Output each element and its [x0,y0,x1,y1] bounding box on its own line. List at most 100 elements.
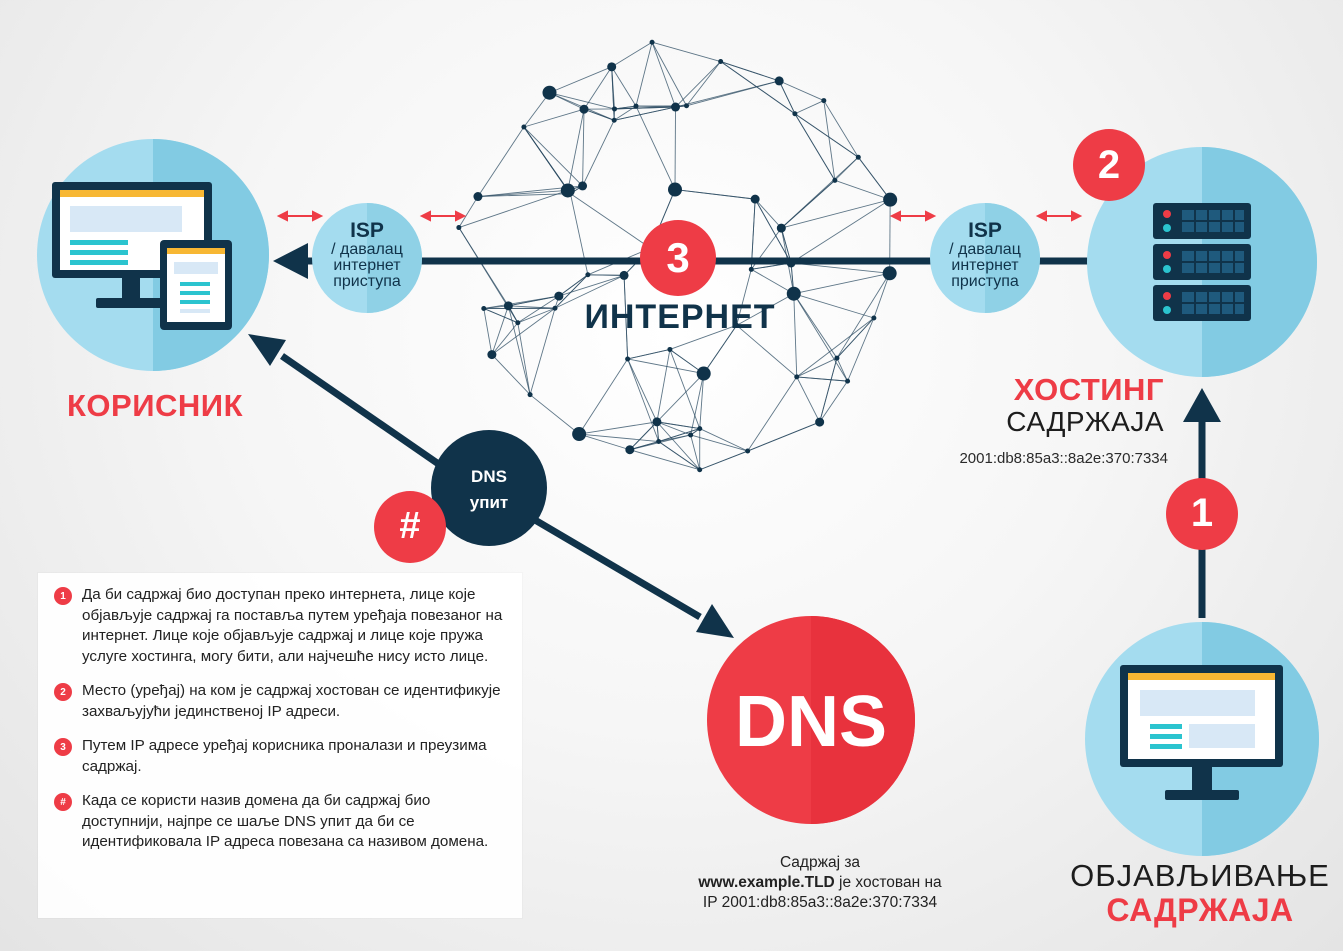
network-edge [517,322,531,395]
network-node [503,301,513,311]
network-edge [523,126,583,187]
network-edge [583,66,613,110]
network-node [750,194,760,204]
network-edge [629,449,700,471]
legend-text-hash: Када се користи назив домена да би садрж… [82,792,489,850]
network-node [527,392,533,398]
network-node [745,448,751,454]
network-edge [579,421,657,435]
network-node [625,356,631,362]
network-edge [611,66,615,121]
network-edge [747,376,798,452]
network-node [821,98,827,104]
network-edge [736,293,794,326]
network-edge [611,66,637,107]
network-node [649,39,655,45]
legend-marker-2: 2 [54,683,72,701]
network-edge [847,317,875,382]
isp-left-title: ISP [350,219,384,242]
network-node [554,291,564,301]
network-node [607,62,617,72]
arrow-to-dns [696,604,734,638]
network-edge [794,113,859,158]
network-edge [796,317,875,378]
network-edge [491,305,509,355]
network-edge [794,100,825,115]
network-edge [483,308,518,324]
legend-item: 1 Да би садржај био доступан преко интер… [54,585,506,667]
network-edge [793,293,798,377]
network-node [684,103,690,109]
network-node [579,104,589,114]
dns-query-line-to-dns [533,516,702,621]
legend-text-2: Место (уређај) на ком је садржај хостова… [82,682,501,720]
network-node [667,346,673,352]
network-edge [736,269,752,326]
network-node [487,350,497,360]
network-edge [477,190,568,198]
network-node [542,85,557,100]
network-node [481,305,487,311]
network-node [515,320,521,326]
hosting-circle [1087,147,1317,377]
network-edge [517,307,556,324]
dns-query-text: DNS упит [455,464,523,516]
step-3-badge [640,220,716,296]
network-node [456,225,462,231]
network-node [718,59,724,65]
publishing-line-2: САДРЖАЈА [1106,892,1294,928]
network-edge [658,434,691,442]
network-edge [781,199,891,229]
step-2-number: 2 [1097,143,1121,187]
network-node [572,427,587,442]
network-edge [790,199,891,264]
network-edge [699,373,705,429]
network-edge [669,324,737,350]
network-edge [549,66,612,94]
network-node [834,355,840,361]
network-edge [629,421,658,451]
arrow-to-hosting [1183,388,1221,422]
network-edge [582,109,585,186]
network-edge [736,325,798,378]
network-edge [491,307,556,355]
network-edge [796,357,838,378]
server-rack-icon [1153,203,1251,321]
network-node [883,192,898,207]
network-edge [751,268,794,295]
dns-caption-domain: www.example.TLD [698,874,835,891]
network-edge [483,308,493,355]
isp-right-text: ISP / давалац интернет приступа [930,220,1040,290]
network-edge [836,273,891,359]
dns-query-line-to-user [280,353,442,468]
red-double-arrows [276,210,1083,222]
network-node [748,266,754,272]
network-node [786,286,801,301]
network-node [652,417,662,427]
network-edge [793,293,848,382]
network-edge [579,433,630,451]
network-edge [627,358,660,442]
network-edge [794,113,836,181]
network-edge [517,295,560,324]
network-edge [834,179,891,201]
network-node [560,183,575,198]
network-edge [570,193,651,249]
dns-caption-line-3: IP 2001:db8:85a3::8a2e:370:7334 [702,894,938,911]
network-edge [529,394,580,435]
legend-marker-3: 3 [54,738,72,756]
network-node [578,181,588,191]
network-edge [491,354,531,395]
network-edge [583,108,615,121]
network-edge [567,109,585,191]
network-edge [796,376,848,382]
network-node [882,266,897,281]
network-edge [656,421,701,471]
monitor-and-tablet-icon [52,182,232,330]
dns-query-line-2: упит [469,493,509,512]
dns-caption-rest: је хостован на [834,874,942,891]
network-edge [549,92,615,110]
hosting-line-1: ХОСТИНГ [1013,372,1164,407]
network-edge [523,108,585,128]
